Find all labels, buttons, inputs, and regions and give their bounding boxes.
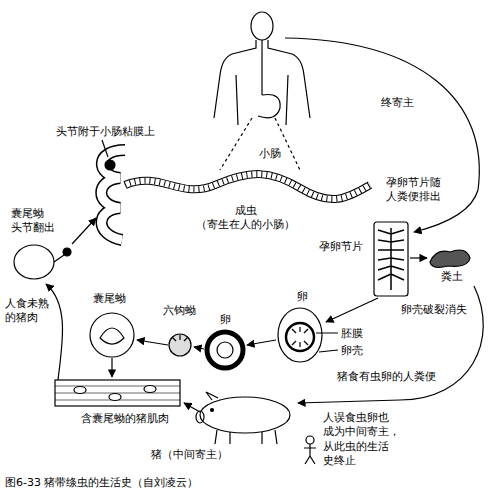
- worm-segments: [125, 174, 370, 199]
- leader-line: [102, 140, 108, 157]
- egg-shell: [278, 308, 322, 362]
- stage-label: 孕卵节片: [318, 240, 364, 254]
- adult-worm: [125, 174, 370, 199]
- stage-label: 人食未熟 的猪肉: [4, 297, 50, 326]
- cyst: [74, 387, 86, 394]
- pork-muscle: [55, 380, 180, 406]
- hooks: [292, 327, 308, 347]
- human-body: [214, 40, 310, 125]
- stage-label: 六钩蚴: [162, 304, 197, 318]
- muscle-fibers: [55, 386, 180, 400]
- intestine: [101, 150, 125, 240]
- adult-worm: [125, 174, 370, 199]
- stomach: [258, 95, 280, 118]
- cycle-arrow: [298, 286, 483, 403]
- stage-label: 卵: [219, 313, 232, 327]
- stage-label: 胚膜: [340, 327, 364, 341]
- scolex: [63, 248, 71, 256]
- cycle-arrow: [184, 403, 200, 412]
- stage-label: 终寄主: [380, 96, 415, 110]
- stage-label: 人误食虫卵也 成为中间寄主， 从此虫的生活 史终止: [322, 411, 401, 468]
- feces-soil: [430, 250, 470, 267]
- person-body: [304, 444, 316, 464]
- stage-label: 囊尾蚴 头节翻出: [10, 207, 56, 236]
- hexacanth: [169, 334, 191, 356]
- esophagus: [261, 40, 262, 95]
- cycle-arrow: [410, 257, 427, 258]
- cyst: [109, 394, 121, 401]
- stage-label: 粪土: [440, 270, 464, 284]
- cycle-arrow: [72, 218, 96, 244]
- pig-ear: [206, 392, 218, 400]
- cysticercus: [90, 313, 134, 357]
- cycle-arrow: [111, 358, 112, 377]
- stage-label: 猪（中间寄主）: [150, 448, 229, 462]
- neck: [54, 255, 64, 262]
- intestine: [101, 150, 125, 240]
- uterus-branches: [378, 228, 404, 290]
- leader-line: [316, 333, 338, 352]
- leader-line: [220, 118, 300, 170]
- cycle-arrow: [194, 347, 204, 349]
- stage-label: 卵: [296, 290, 309, 304]
- oncosphere: [217, 342, 233, 358]
- stage-label: 卵壳: [340, 344, 364, 358]
- cyst: [144, 386, 156, 393]
- embryophore: [286, 323, 314, 351]
- gravid-proglottid: [374, 222, 408, 296]
- pig-legs: [215, 430, 277, 444]
- stage-label: 小肠: [258, 147, 282, 161]
- figure-caption: 图6-33 猪带绦虫的生活史（自刘凌云）: [4, 476, 199, 490]
- scolex: [105, 160, 115, 170]
- human-head: [251, 12, 273, 40]
- stage-label: 囊尾蚴: [92, 292, 127, 306]
- stage-label: 猪食有虫卵的人粪便: [336, 370, 437, 384]
- everted-cysticercus: [14, 245, 54, 279]
- pig-body: [200, 397, 290, 433]
- stage-label: 成虫 （寄生在人的小肠）: [195, 204, 296, 233]
- person-head: [306, 436, 314, 444]
- hooks: [172, 335, 188, 341]
- stage-label: 含囊尾蚴的猪肌肉: [80, 412, 170, 426]
- pig-snout: [196, 411, 204, 423]
- invaginated-scolex: [100, 328, 124, 344]
- cycle-arrow: [285, 38, 479, 232]
- stage-label: 孕卵节片随 人粪便排出: [385, 176, 442, 205]
- stage-label: 头节附于小肠粘膜上: [55, 125, 156, 139]
- pig-eye: [211, 409, 214, 412]
- cycle-arrow: [326, 298, 378, 322]
- cycle-arrow: [247, 340, 276, 345]
- egg: [207, 332, 243, 368]
- cycle-arrow: [137, 340, 168, 345]
- stage-label: 卵壳破裂消失: [400, 303, 468, 317]
